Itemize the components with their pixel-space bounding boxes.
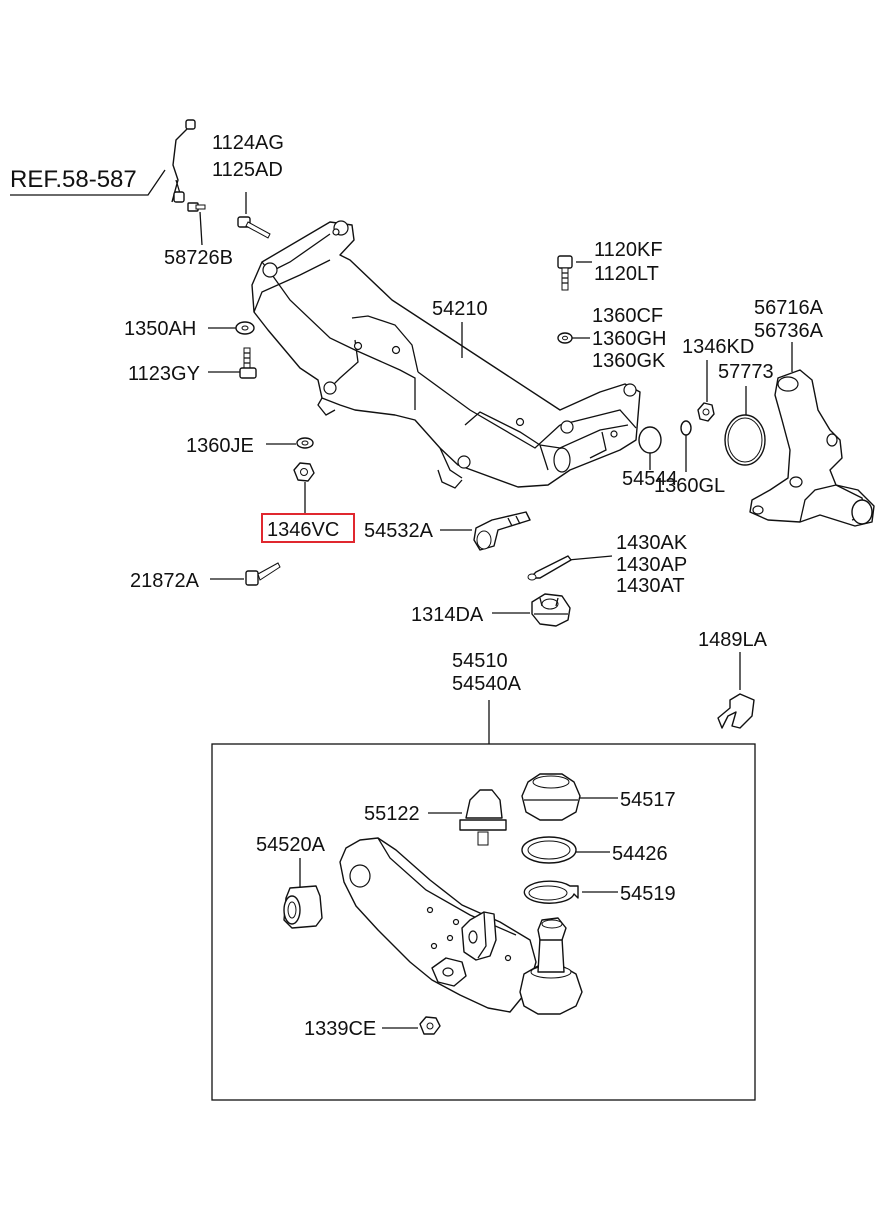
ref-label[interactable]: REF.58-587	[10, 166, 137, 193]
label-1123GY[interactable]: 1123GY	[128, 363, 200, 385]
label-1360GL[interactable]: 1360GL	[654, 475, 725, 497]
label-55122[interactable]: 55122	[364, 803, 420, 825]
label-1430AT[interactable]: 1430AT	[616, 575, 685, 597]
label-1120KF[interactable]: 1120KF	[594, 239, 663, 261]
label-56716A[interactable]: 56716A	[754, 297, 824, 319]
clip-1489LA-part[interactable]	[717, 693, 755, 729]
label-1346VC[interactable]: 1346VC	[267, 519, 339, 541]
label-1125AD[interactable]: 1125AD	[212, 159, 283, 181]
bolt-1120KF-part[interactable]	[557, 255, 573, 291]
label-1339CE[interactable]: 1339CE	[304, 1018, 376, 1040]
label-56736A[interactable]: 56736A	[754, 320, 824, 342]
ring-54426-part[interactable]	[521, 836, 577, 864]
label-1489LA[interactable]: 1489LA	[698, 629, 768, 651]
label-54210[interactable]: 54210	[432, 298, 488, 320]
label-1350AH[interactable]: 1350AH	[124, 318, 196, 340]
label-54510[interactable]: 54510	[452, 650, 508, 672]
washer-1350AH-part[interactable]	[235, 321, 255, 335]
bump-stopper-55122-part[interactable]	[459, 789, 507, 846]
label-1430AK[interactable]: 1430AK	[616, 532, 688, 554]
label-54519[interactable]: 54519	[620, 883, 676, 905]
nut-1346KD-part[interactable]	[697, 402, 715, 422]
label-1360GH[interactable]: 1360GH	[592, 328, 667, 350]
snap-ring-54519-part[interactable]	[523, 880, 579, 904]
label-1314DA[interactable]: 1314DA	[411, 604, 484, 626]
label-54517[interactable]: 54517	[620, 789, 676, 811]
label-1430AP[interactable]: 1430AP	[616, 554, 687, 576]
label-1360CF[interactable]: 1360CF	[592, 305, 663, 327]
label-54540A[interactable]: 54540A	[452, 673, 522, 695]
label-54532A[interactable]: 54532A	[364, 520, 434, 542]
label-21872A[interactable]: 21872A	[130, 570, 200, 592]
lower-arm-box	[211, 743, 756, 1101]
label-54544[interactable]: 54544	[622, 468, 678, 490]
bolt-58726B-part[interactable]	[187, 202, 206, 246]
ball-joint-part[interactable]	[519, 917, 583, 1015]
washer-1360GL-part[interactable]	[680, 420, 692, 436]
label-1124AG[interactable]: 1124AG	[212, 132, 284, 154]
dust-boot-54517-part[interactable]	[521, 773, 581, 821]
nut-1346VC-part[interactable]	[293, 462, 315, 482]
label-54426[interactable]: 54426	[612, 843, 668, 865]
nut-1339CE-part[interactable]	[419, 1016, 441, 1035]
washer-1360JE-part[interactable]	[296, 437, 314, 449]
bolt-21872A-part[interactable]	[245, 562, 281, 586]
bolt-1124AG-part[interactable]	[237, 192, 271, 239]
brake-hose-part[interactable]	[171, 119, 196, 203]
bolt-1123GY-part[interactable]	[239, 347, 257, 379]
label-58726B[interactable]: 58726B	[164, 247, 233, 269]
bushing-54520A-part[interactable]	[283, 885, 323, 929]
crossmember-54210-part[interactable]	[251, 220, 641, 489]
bolt-54532A-part[interactable]	[473, 511, 531, 551]
cap-54544-part[interactable]	[638, 426, 662, 454]
label-1120LT[interactable]: 1120LT	[594, 263, 659, 285]
washer-1360CF-part[interactable]	[557, 332, 573, 344]
ref-leader	[10, 169, 166, 196]
steering-knuckle-part[interactable]	[749, 369, 875, 527]
cotter-pin-part[interactable]	[527, 555, 572, 581]
lower-arm-54510-part[interactable]	[339, 837, 537, 1013]
label-1346KD[interactable]: 1346KD	[682, 336, 754, 358]
label-54520A[interactable]: 54520A	[256, 834, 326, 856]
label-1360JE[interactable]: 1360JE	[186, 435, 254, 457]
leader-1430AK	[567, 555, 613, 561]
highlight-box-1346VC	[261, 513, 355, 543]
label-57773[interactable]: 57773	[718, 361, 774, 383]
castle-nut-1314DA-part[interactable]	[531, 593, 571, 627]
label-1360GK[interactable]: 1360GK	[592, 350, 666, 372]
seal-ring-57773-part[interactable]	[724, 414, 766, 466]
